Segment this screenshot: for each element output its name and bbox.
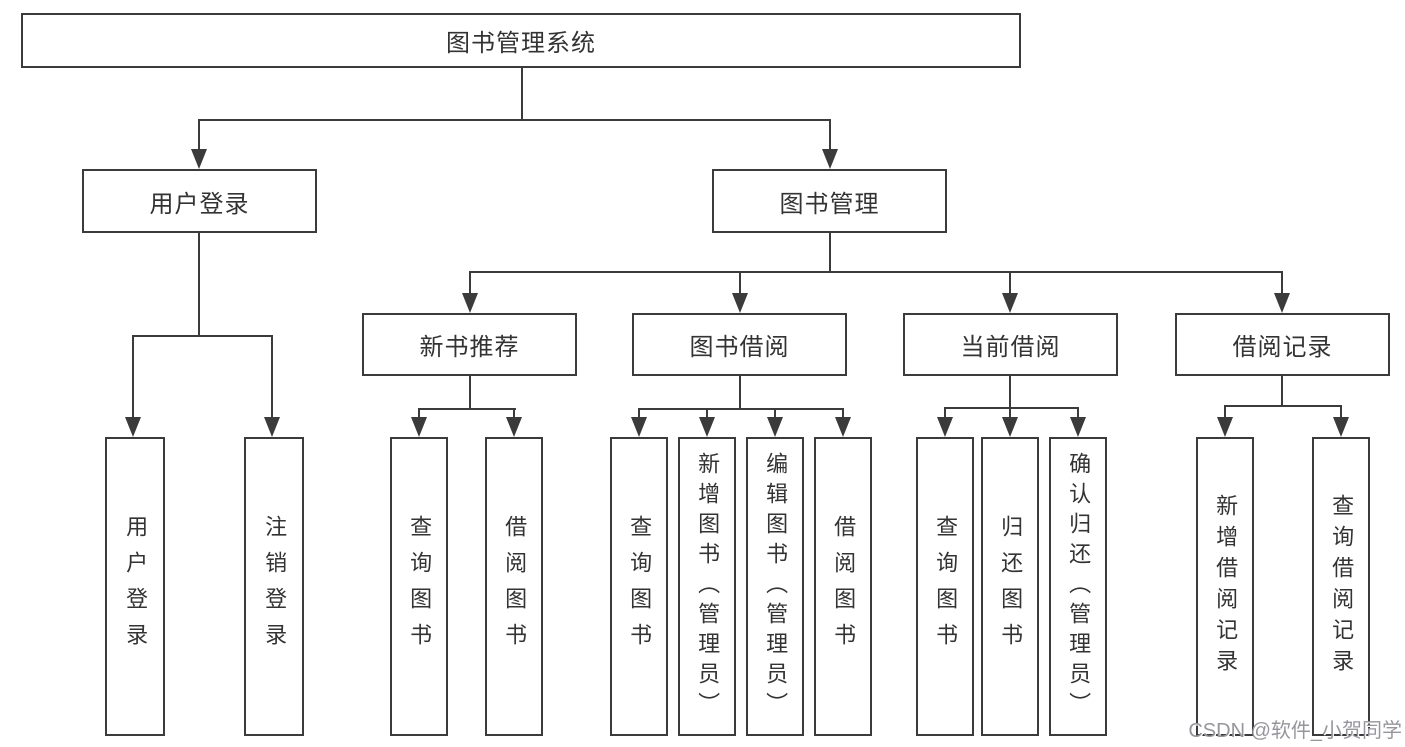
leaf-bb-edit-books-admin: 编辑图书（管理员） — [746, 437, 804, 736]
leaf-bb-borrow-books: 借阅图书 — [814, 437, 872, 736]
connector-vline — [842, 408, 844, 417]
arrowhead-down-icon — [767, 417, 783, 437]
arrowhead-down-icon — [1274, 293, 1290, 313]
connector-vline — [739, 271, 741, 293]
node-root-label: 图书管理系统 — [446, 30, 596, 57]
node-user-login-label: 用户登录 — [149, 190, 250, 218]
connector-vline — [1009, 271, 1011, 293]
leaf-user-login: 用户登录 — [105, 437, 165, 736]
leaf-cb-return-books-label: 归还图书 — [998, 514, 1024, 659]
leaf-bb-query-books: 查询图书 — [610, 437, 668, 736]
leaf-br-query-record: 查询借阅记录 — [1312, 437, 1370, 736]
connector-vline — [829, 233, 831, 273]
leaf-cb-confirm-return-admin: 确认归还（管理员） — [1049, 437, 1107, 736]
connector-vline — [513, 408, 515, 417]
connector-vline — [198, 233, 200, 336]
arrowhead-down-icon — [1070, 417, 1086, 437]
leaf-nbr-query-books: 查询图书 — [390, 437, 448, 736]
node-current-borrow: 当前借阅 — [903, 313, 1118, 376]
arrowhead-down-icon — [1002, 417, 1018, 437]
leaf-nbr-borrow-books: 借阅图书 — [485, 437, 543, 736]
node-root: 图书管理系统 — [21, 13, 1021, 68]
leaf-br-add-record-label: 新增借阅记录 — [1213, 493, 1239, 680]
node-borrow-records-label: 借阅记录 — [1232, 334, 1333, 361]
connector-hline — [418, 408, 516, 410]
connector-hline — [1224, 405, 1342, 407]
connector-vline — [132, 335, 134, 417]
arrowhead-down-icon — [1217, 417, 1233, 437]
node-book-management: 图书管理 — [712, 169, 947, 233]
node-book-borrow: 图书借阅 — [632, 313, 847, 376]
connector-vline — [1340, 405, 1342, 417]
connector-hline — [944, 407, 1079, 409]
leaf-bb-query-books-label: 查询图书 — [627, 514, 653, 659]
node-book-management-label: 图书管理 — [779, 190, 880, 218]
leaf-nbr-borrow-books-label: 借阅图书 — [502, 514, 528, 659]
arrowhead-down-icon — [1002, 293, 1018, 313]
node-borrow-records: 借阅记录 — [1175, 313, 1390, 376]
leaf-logout: 注销登录 — [244, 437, 304, 736]
arrowhead-down-icon — [937, 417, 953, 437]
node-current-borrow-label: 当前借阅 — [960, 334, 1061, 361]
arrowhead-down-icon — [631, 417, 647, 437]
arrowhead-down-icon — [411, 417, 427, 437]
node-user-login: 用户登录 — [82, 169, 317, 233]
connector-vline — [271, 335, 273, 417]
connector-vline — [1009, 407, 1011, 417]
leaf-br-add-record: 新增借阅记录 — [1196, 437, 1254, 736]
leaf-bb-add-books-admin-label: 新增图书（管理员） — [695, 451, 721, 722]
connector-hline — [132, 335, 273, 337]
connector-vline — [1077, 407, 1079, 417]
connector-hline — [638, 408, 844, 410]
connector-vline — [774, 408, 776, 417]
connector-vline — [829, 119, 831, 149]
connector-vline — [638, 408, 640, 417]
arrowhead-down-icon — [822, 149, 838, 169]
connector-vline — [521, 68, 523, 120]
leaf-nbr-query-books-label: 查询图书 — [407, 514, 433, 659]
leaf-bb-add-books-admin: 新增图书（管理员） — [678, 437, 736, 736]
arrowhead-down-icon — [125, 417, 141, 437]
leaf-cb-query-books: 查询图书 — [916, 437, 974, 736]
connector-vline — [944, 407, 946, 417]
arrowhead-down-icon — [191, 149, 207, 169]
connector-vline — [1224, 405, 1226, 417]
connector-vline — [1281, 271, 1283, 293]
arrowhead-down-icon — [1333, 417, 1349, 437]
arrowhead-down-icon — [462, 293, 478, 313]
connector-vline — [469, 271, 471, 293]
leaf-br-query-record-label: 查询借阅记录 — [1329, 493, 1355, 680]
node-new-book-recommend-label: 新书推荐 — [419, 334, 520, 361]
connector-vline — [198, 119, 200, 149]
leaf-cb-query-books-label: 查询图书 — [933, 514, 959, 659]
arrowhead-down-icon — [699, 417, 715, 437]
arrowhead-down-icon — [732, 293, 748, 313]
csdn-watermark: CSDN @软件_小贺同学 — [1188, 720, 1402, 742]
arrowhead-down-icon — [835, 417, 851, 437]
leaf-cb-confirm-return-admin-label: 确认归还（管理员） — [1066, 451, 1092, 722]
leaf-user-login-label: 用户登录 — [123, 514, 149, 659]
node-book-borrow-label: 图书借阅 — [689, 334, 790, 361]
arrowhead-down-icon — [264, 417, 280, 437]
node-new-book-recommend: 新书推荐 — [362, 313, 577, 376]
leaf-cb-return-books: 归还图书 — [981, 437, 1039, 736]
arrowhead-down-icon — [506, 417, 522, 437]
connector-hline — [199, 119, 831, 121]
connector-vline — [1009, 376, 1011, 408]
leaf-bb-borrow-books-label: 借阅图书 — [831, 514, 857, 659]
connector-hline — [469, 271, 1283, 273]
connector-vline — [1281, 376, 1283, 406]
leaf-logout-label: 注销登录 — [262, 514, 288, 659]
connector-vline — [706, 408, 708, 417]
connector-vline — [418, 408, 420, 417]
connector-vline — [739, 376, 741, 409]
connector-vline — [469, 376, 471, 409]
leaf-bb-edit-books-admin-label: 编辑图书（管理员） — [763, 451, 789, 722]
